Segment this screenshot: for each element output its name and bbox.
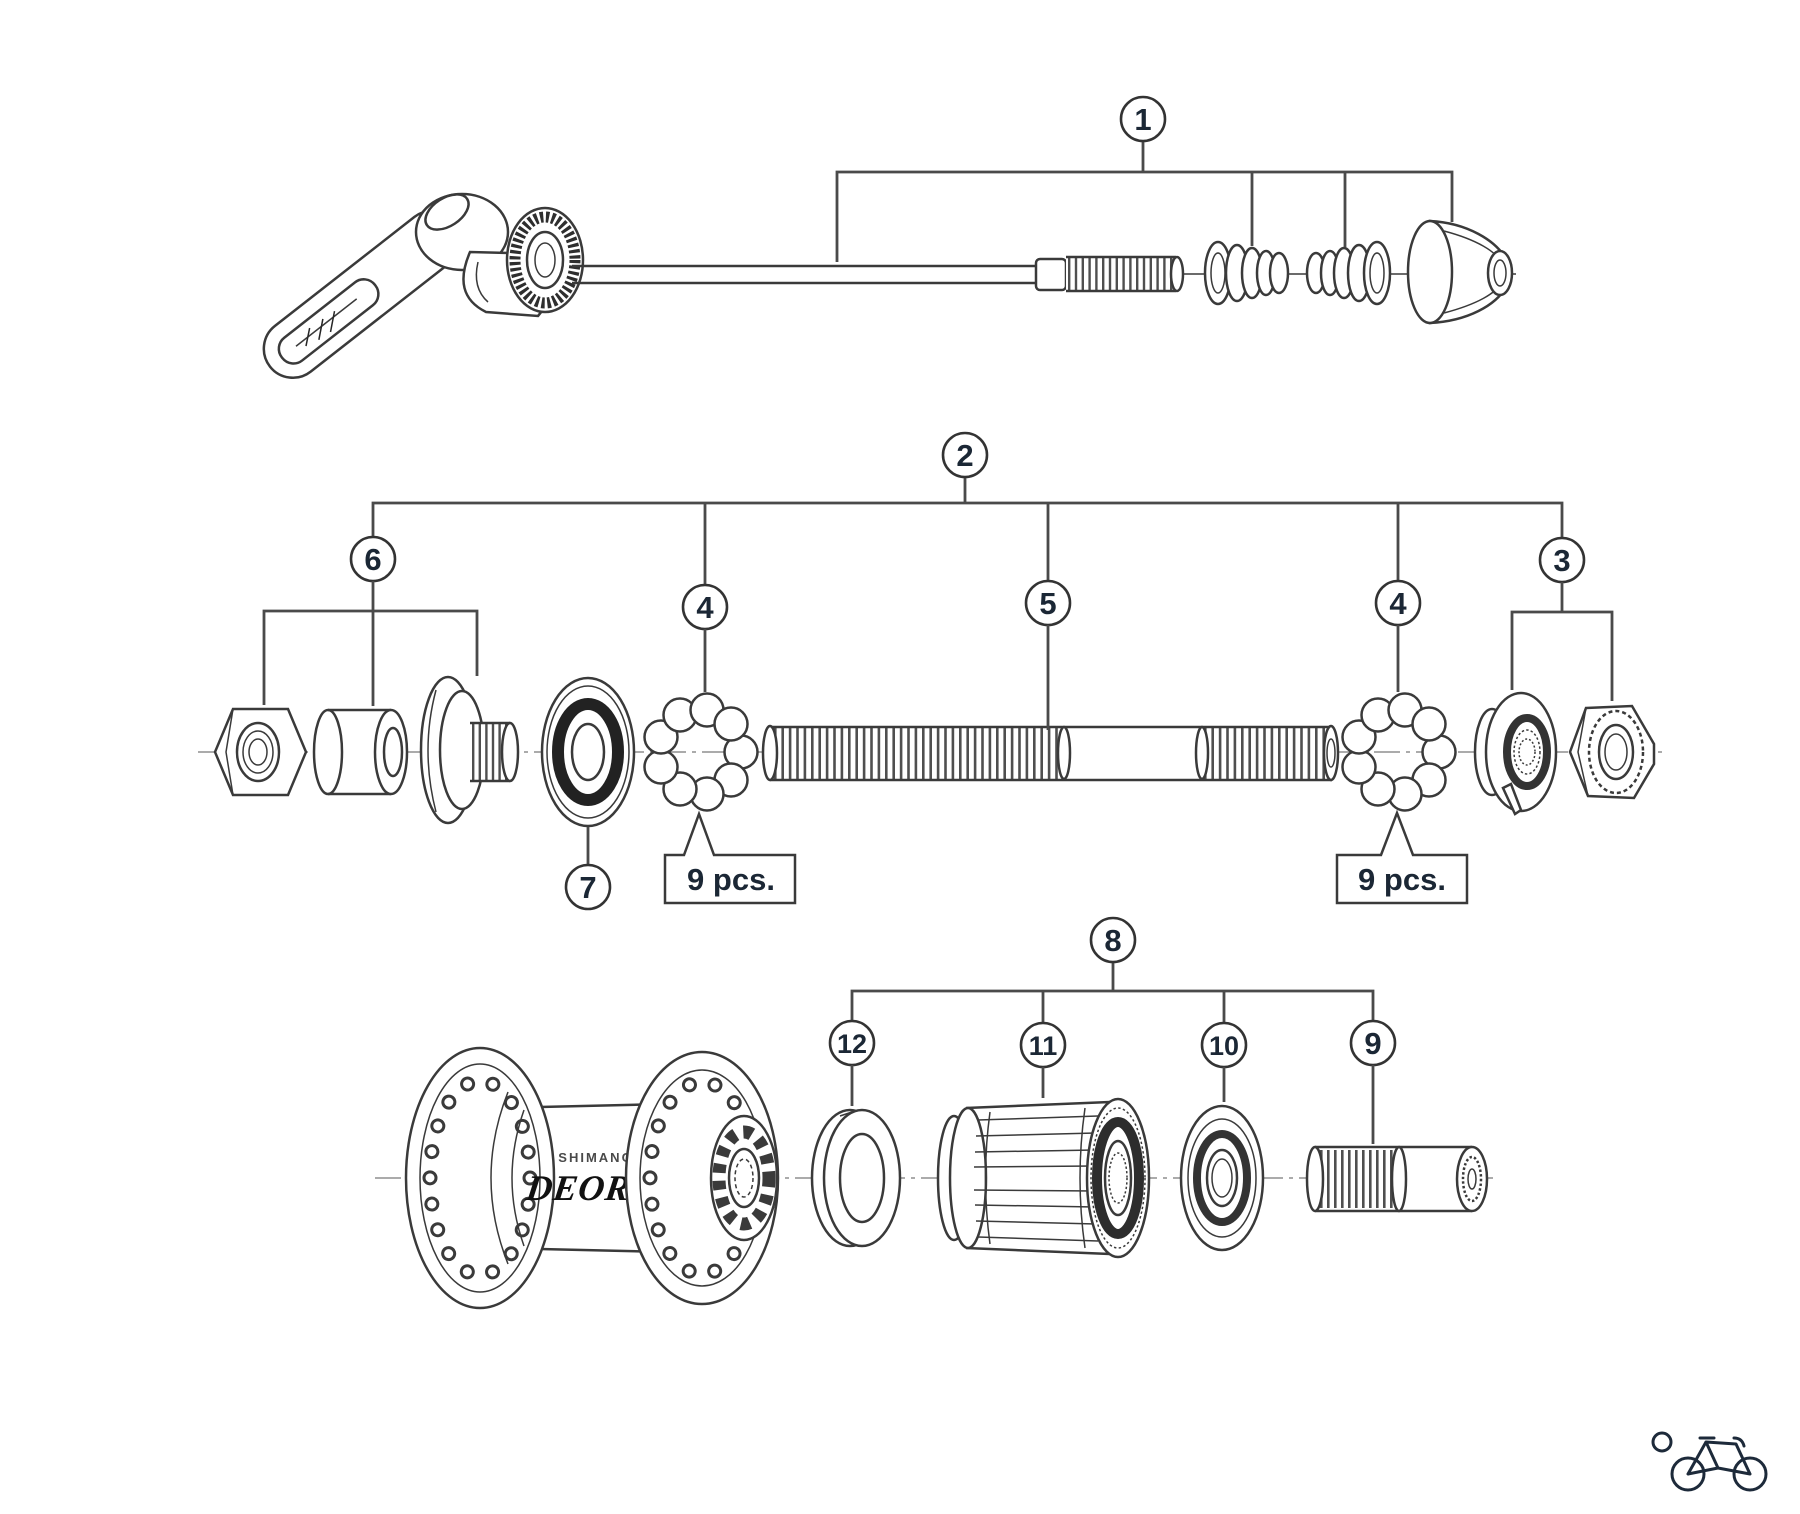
axle-assembly: 2 6 4 5 4 3 [198,431,1668,911]
callout-group-7: 7 [564,827,612,911]
ball-bearings-left [643,692,759,812]
callout-label-8: 8 [1104,923,1121,958]
right-cone [1473,691,1558,816]
callout-label-12: 12 [837,1029,867,1059]
left-hex-nut [213,707,308,797]
qr-lever-head-hole [424,193,470,231]
qr-spring-right [1305,240,1392,306]
right-locknut-knurl [1587,709,1645,795]
callout-label-1: 1 [1134,102,1151,137]
qr-skewer-rod [572,255,1185,293]
callout-group-1: 1 [835,95,1454,262]
callout-label-5: 5 [1039,586,1056,621]
dust-cap [540,676,636,828]
axle-spacer-bore [382,726,404,778]
callout-group-2: 2 6 4 5 4 3 [262,431,1614,730]
right-cone-bore [1503,714,1551,790]
hub-brand-text: SHIMANO [558,1150,633,1165]
hub-flange-left [404,1046,556,1310]
quantity-label-left: 9 pcs. [687,862,775,897]
bicycle-logo-icon [1651,1431,1768,1492]
callout-label-10: 10 [1209,1031,1239,1061]
left-hex-nut-bore [235,721,281,783]
callout-label-4-left: 4 [696,590,714,625]
freehub-fixing-bolt [1305,1145,1489,1213]
freehub-seal [1179,1104,1265,1252]
callout-label-4-right: 4 [1389,586,1407,621]
callout-circle-7 [564,863,612,911]
callout-circle-1 [1119,95,1167,143]
freehub-body [936,1097,1151,1259]
qr-rod-step [1034,257,1068,292]
qr-adjusting-nut [1406,219,1514,325]
hub-freehub-assembly: SHIMANO DEORE [375,916,1498,1310]
callout-label-11: 11 [1029,1031,1058,1061]
qr-nut-bore [1486,249,1514,297]
qr-spring-left [1203,240,1290,306]
quick-release-assembly: 1 [262,95,1516,379]
qr-lever-handle-slot [277,278,380,365]
callout-label-7: 7 [579,870,596,905]
callout-label-9: 9 [1364,1026,1381,1061]
hub-shell: SHIMANO DEORE [404,1046,780,1310]
qr-rod-end [1169,255,1185,293]
freehub-washer [810,1108,902,1248]
quantity-label-right: 9 pcs. [1358,862,1446,897]
left-cone [419,675,520,825]
callout-label-3: 3 [1553,543,1570,578]
callout-label-2: 2 [956,438,973,473]
axle [761,724,1340,782]
callout-label-6: 6 [364,542,381,577]
right-locknut [1568,704,1656,800]
axle-end-left [761,724,779,782]
callout-circle-2 [941,431,989,479]
quick-release-lever [262,192,552,379]
ball-bearings-right [1341,692,1457,812]
freehub-washer-bore [838,1132,886,1224]
quantity-callout-right: 9 pcs. [1335,809,1469,905]
callout-group-8: 8 12 11 10 9 [828,916,1397,1144]
qr-serrated-cap [505,206,585,314]
axle-end-right [1322,724,1340,782]
callout-circle-8 [1089,916,1137,964]
axle-spacer [312,708,409,796]
quantity-callout-left: 9 pcs. [663,810,797,905]
